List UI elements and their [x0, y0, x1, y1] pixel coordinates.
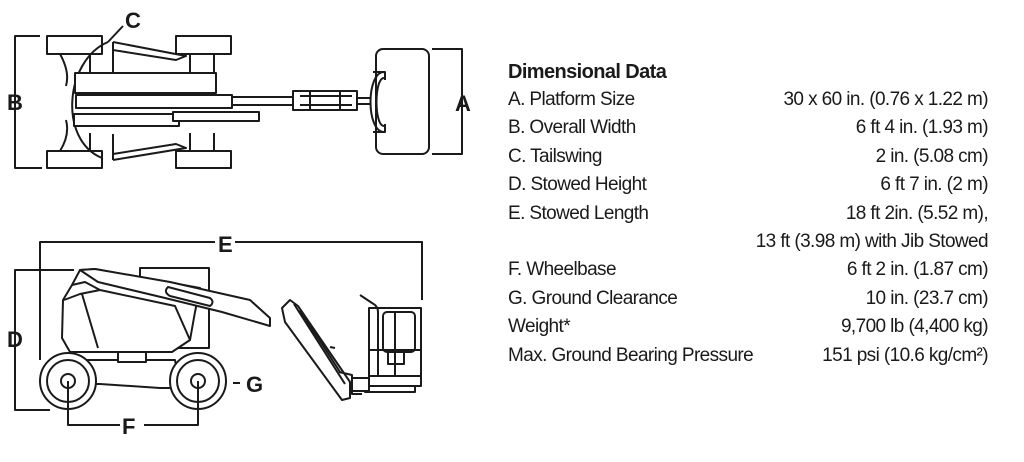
spec-label: Weight* — [508, 316, 571, 338]
dimension-d-bracket — [14, 269, 74, 411]
spec-row: 13 ft (3.98 m) with Jib Stowed — [508, 228, 989, 256]
dimension-c-leader — [107, 25, 124, 43]
spec-value: 6 ft 4 in. (1.93 m) — [855, 117, 989, 139]
section-title: Dimensional Data — [508, 61, 667, 83]
spec-row: D. Stowed Height 6 ft 7 in. (2 m) — [508, 171, 989, 199]
spec-value: 30 x 60 in. (0.76 x 1.22 m) — [783, 89, 988, 110]
lift-dimension-diagram: B C A E D — [7, 8, 471, 439]
label-c: C — [125, 8, 141, 33]
spec-row: F. Wheelbase 6 ft 2 in. (1.87 cm) — [508, 256, 989, 284]
spec-row: Max. Ground Bearing Pressure 151 psi (10.… — [508, 342, 989, 370]
spec-value: 13 ft (3.98 m) with Jib Stowed — [755, 230, 989, 252]
spec-row: G. Ground Clearance 10 in. (23.7 cm) — [508, 285, 989, 313]
label-f: F — [122, 414, 135, 439]
spec-row: A. Platform Size 30 x 60 in. (0.76 x 1.22… — [508, 86, 989, 114]
spec-label: Max. Ground Bearing Pressure — [508, 344, 754, 366]
top-view: B C A — [7, 8, 471, 169]
spec-label: G. Ground Clearance — [508, 287, 678, 309]
dimension-e-bracket — [39, 241, 423, 360]
wheel-top-right — [175, 35, 232, 55]
boom-top — [75, 94, 233, 109]
dimension-a-bracket — [432, 48, 463, 155]
turntable-body — [74, 72, 217, 94]
tailswing-arc — [71, 41, 109, 159]
platform-top — [375, 48, 430, 155]
jib-knuckle — [281, 299, 351, 401]
dimension-b-bracket — [14, 35, 42, 169]
spec-row: C. Tailswing 2 in. (5.08 cm) — [508, 143, 989, 171]
side-view: E D F G — [7, 232, 423, 439]
dimension-f-bracket — [67, 381, 199, 426]
platform-side — [351, 294, 422, 393]
label-a: A — [455, 91, 471, 116]
spec-label: D. Stowed Height — [508, 174, 647, 196]
jib-cylinder — [292, 90, 358, 111]
spec-value: 6 ft 7 in. (2 m) — [880, 174, 988, 196]
wheel-bottom-right — [175, 150, 232, 169]
label-e: E — [218, 232, 233, 257]
spec-value: 151 psi (10.6 kg/cm²) — [822, 344, 988, 366]
spec-value: 2 in. (5.08 cm) — [875, 145, 989, 167]
jib-arm — [231, 96, 295, 106]
spec-label: B. Overall Width — [508, 117, 636, 139]
spec-label: E. Stowed Length — [508, 202, 649, 224]
spec-value: 10 in. (23.7 cm) — [865, 287, 989, 309]
spec-value: 18 ft 2in. (5.52 m), — [845, 202, 989, 224]
wheel-bottom-left — [46, 150, 103, 169]
label-d: D — [7, 327, 23, 352]
spec-row: B. Overall Width 6 ft 4 in. (1.93 m) — [508, 114, 989, 142]
spec-value: 9,700 lb (4,400 kg) — [840, 316, 989, 338]
spec-row: Weight* 9,700 lb (4,400 kg) — [508, 313, 989, 341]
chassis — [84, 359, 181, 389]
spec-label: C. Tailswing — [508, 145, 602, 167]
label-b: B — [7, 90, 23, 115]
spec-value: 6 ft 2 in. (1.87 cm) — [846, 259, 989, 281]
spec-label: A. Platform Size — [508, 89, 635, 110]
dimensional-data-table: Dimensional Data A. Platform Size 30 x 60… — [508, 58, 989, 370]
label-g: G — [246, 372, 263, 397]
spec-row: E. Stowed Length 18 ft 2in. (5.52 m), — [508, 200, 989, 228]
spec-label: F. Wheelbase — [508, 259, 617, 281]
